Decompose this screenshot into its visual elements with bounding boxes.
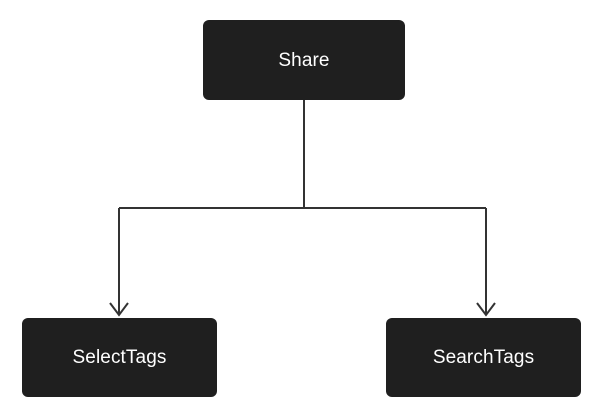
arrowhead-selecttags-icon bbox=[109, 302, 129, 317]
node-searchtags[interactable]: SearchTags bbox=[386, 318, 581, 397]
arrowhead-searchtags-icon bbox=[476, 302, 496, 317]
node-searchtags-label: SearchTags bbox=[432, 347, 535, 368]
node-selecttags[interactable]: SelectTags bbox=[22, 318, 217, 397]
node-selecttags-label: SelectTags bbox=[72, 347, 167, 368]
node-share-label: Share bbox=[278, 49, 330, 71]
node-share[interactable]: Share bbox=[203, 20, 405, 100]
